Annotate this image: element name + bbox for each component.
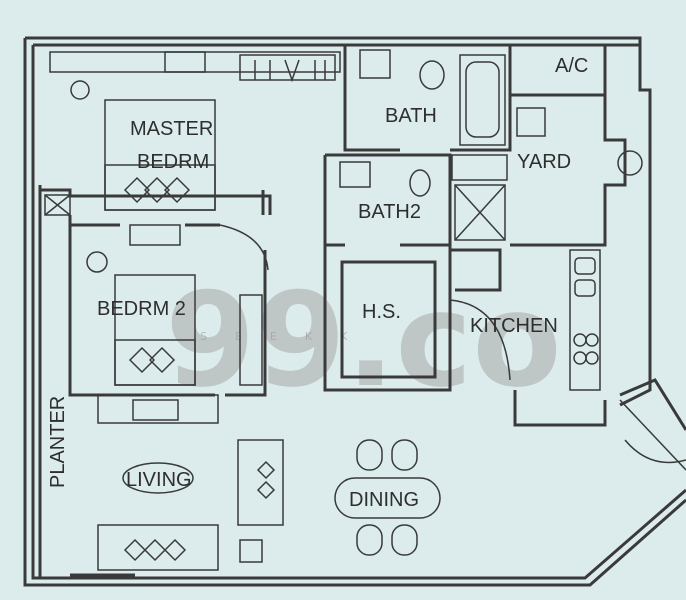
master-bedroom: MASTER BEDRM [38,51,341,216]
room-label-ac: A/C [555,55,588,77]
room-label-dining: DINING [349,489,419,511]
room-label-bedrm2: BEDRM 2 [97,298,186,320]
kitchen: KITCHEN [449,248,607,427]
room-label-planter: PLANTER [47,396,69,488]
room-label-bath: BATH [385,105,437,127]
watermark-tagline: SEEKK [200,330,375,343]
room-label-kitchen: KITCHEN [470,315,558,337]
planter: PLANTER [33,190,69,580]
bedroom-2: BEDRM 2 [68,215,269,424]
living-dining: LIVING DINING [97,439,441,571]
bathrooms: BATH BATH2 [323,45,512,247]
room-label-living: LIVING [126,469,192,491]
room-label-master: MASTER [130,118,213,140]
outer-walls [23,36,686,587]
room-label-yard: YARD [517,151,571,173]
ac-yard: A/C YARD [510,45,643,247]
room-label-bath2: BATH2 [358,201,421,223]
room-label-master-bedrm: BEDRM [137,151,209,173]
room-label-hs: H.S. [362,301,401,323]
household-shelter: H.S. [323,245,452,392]
